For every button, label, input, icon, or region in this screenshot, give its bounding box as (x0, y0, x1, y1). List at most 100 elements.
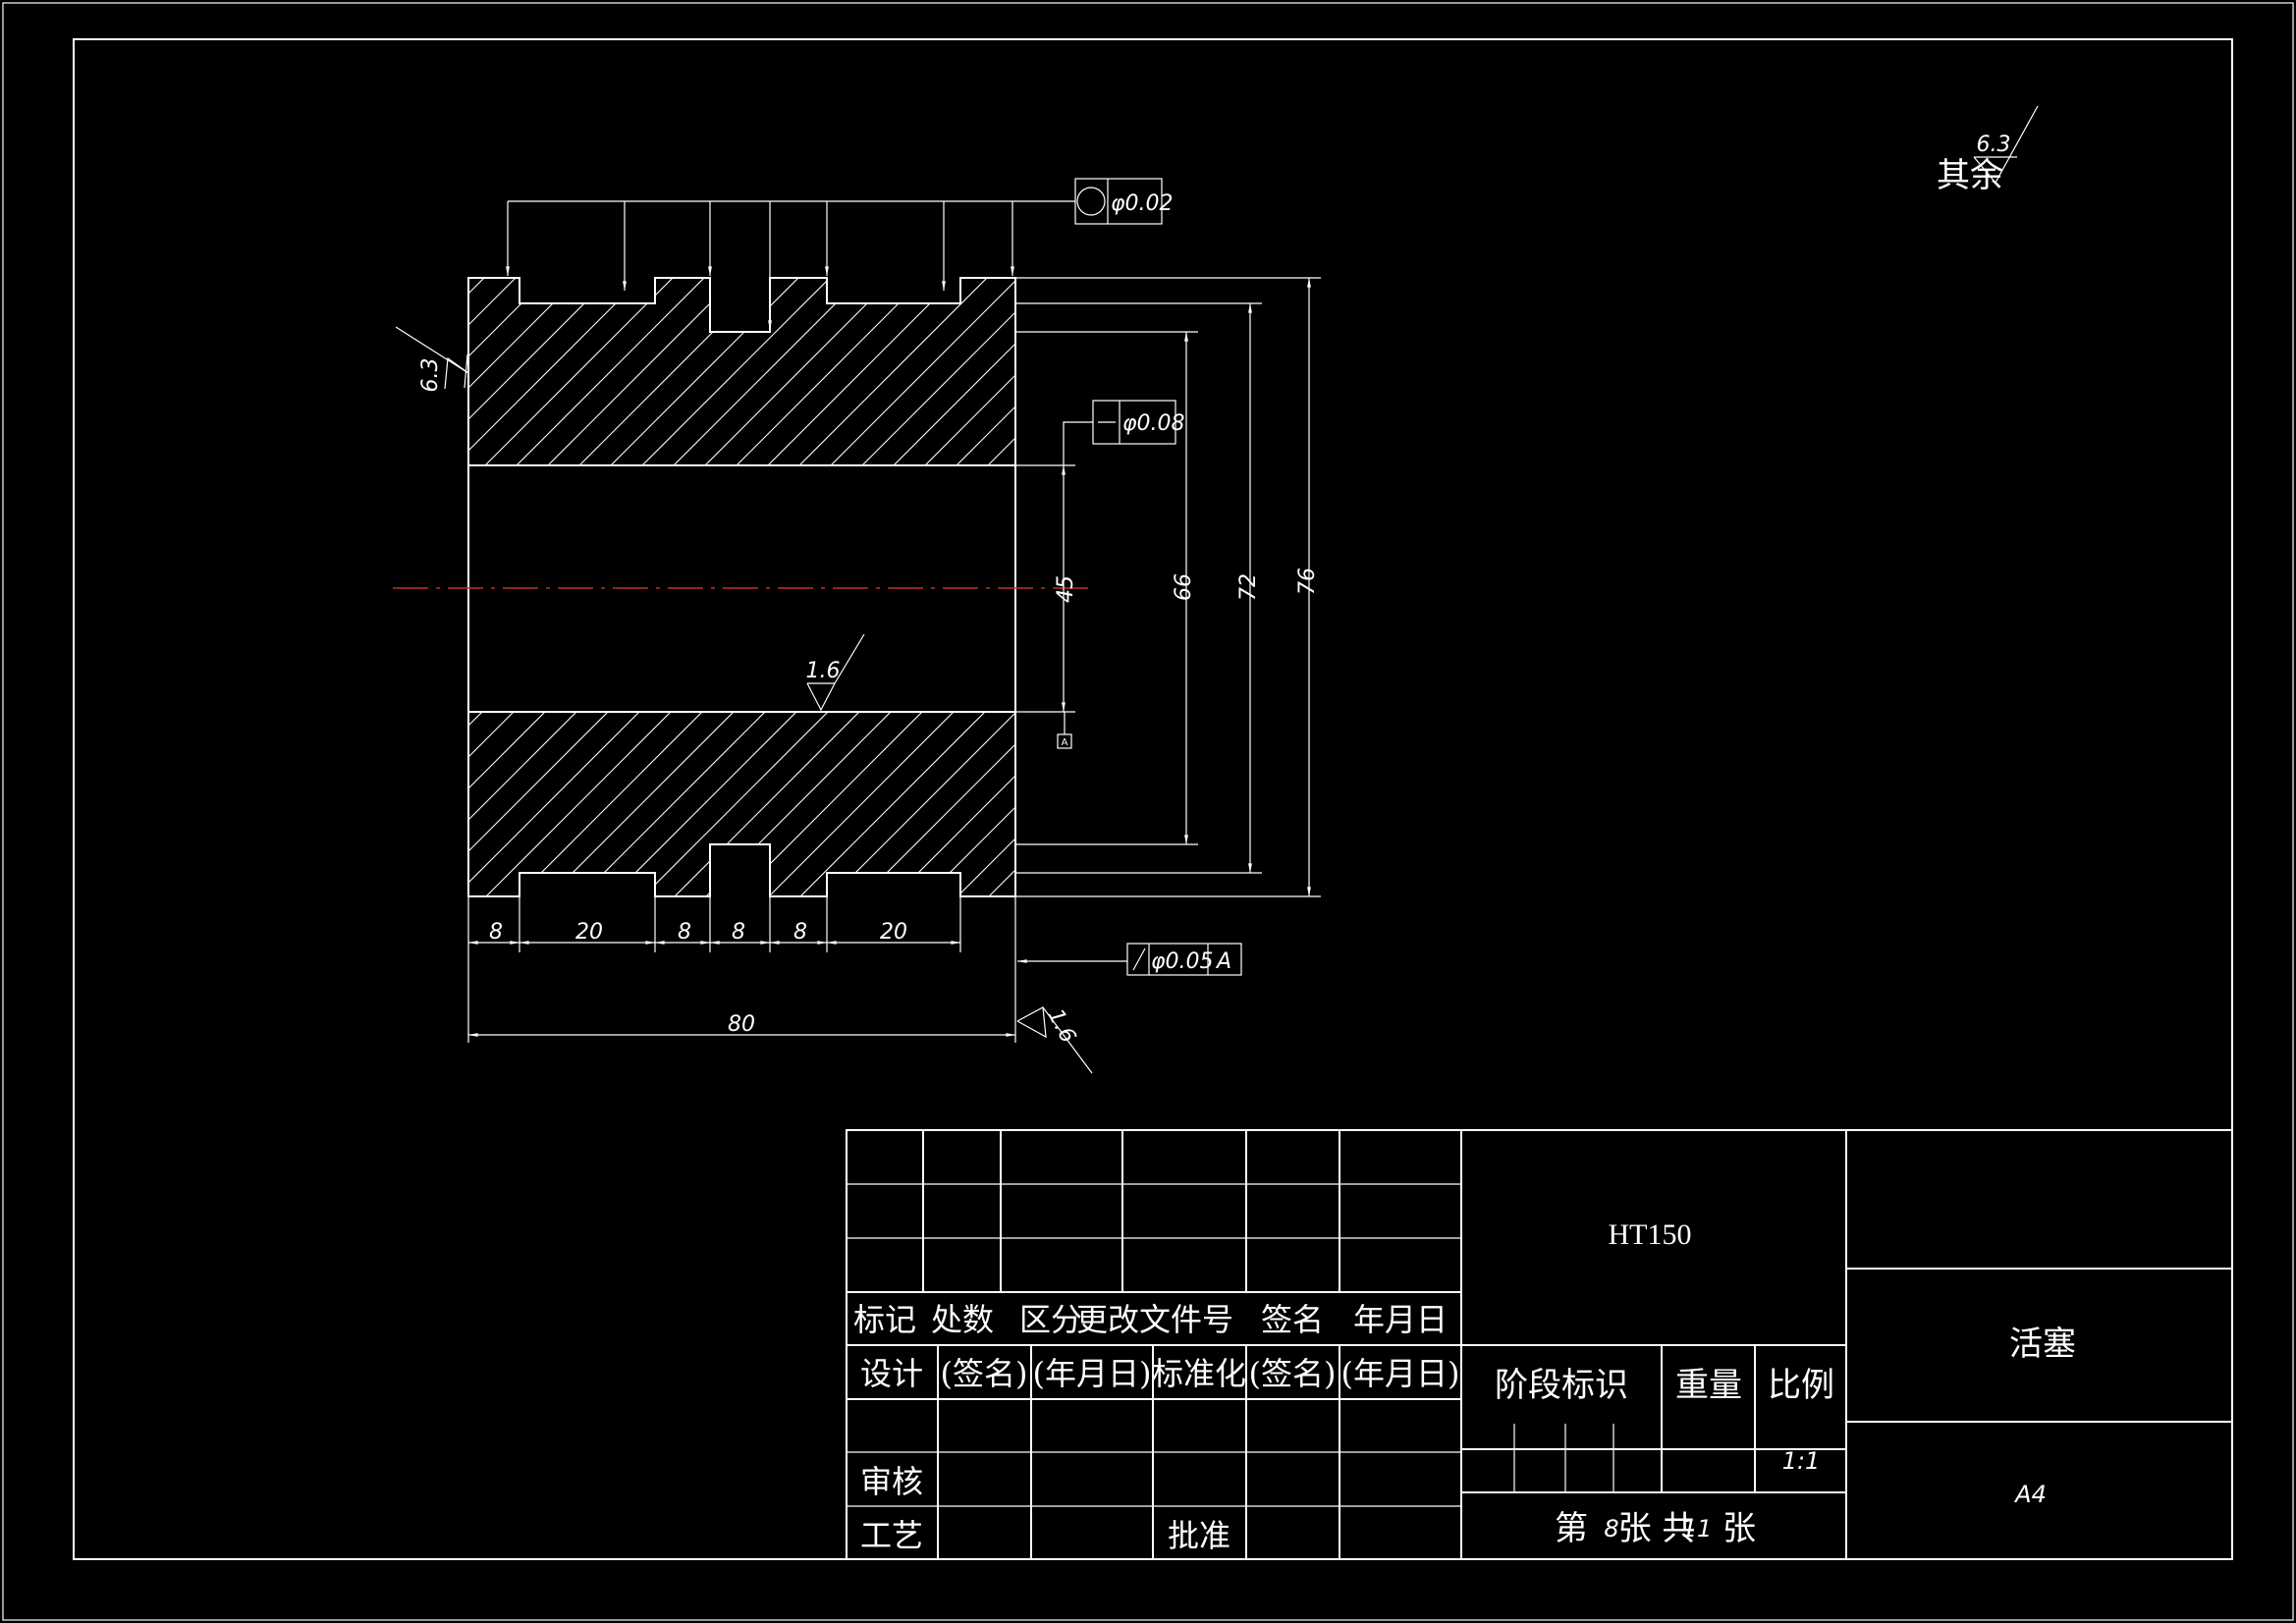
header-zone: 区分 (1019, 1301, 1082, 1338)
label-weight: 重量 (1675, 1366, 1742, 1405)
dim-66-value: 66 (1172, 573, 1196, 601)
hatch-line (796, 712, 989, 896)
hatch-line (639, 278, 834, 465)
label-design-date: (年月日) (1033, 1355, 1152, 1392)
sheet-suffix: 张 (1722, 1509, 1756, 1548)
hatch-line (891, 712, 1015, 896)
dim-width-1: 8 (489, 920, 503, 945)
hatch-line (891, 278, 1015, 465)
part-name: 活塞 (2009, 1325, 2076, 1364)
roughness-left: 6.3 (395, 326, 469, 393)
hatch-line (671, 712, 863, 896)
roughness-bore: 1.6 (806, 633, 865, 712)
hatch-line (482, 712, 675, 896)
hatch-line (828, 712, 1015, 896)
piston-outline (467, 277, 1016, 897)
dim-width-3: 8 (678, 920, 691, 945)
dim-width-2: 20 (575, 920, 603, 945)
hatch-line (482, 278, 677, 465)
hatch-line (468, 278, 519, 465)
sheet-middle: 张 共 (1618, 1509, 1696, 1548)
hatch-line (468, 712, 486, 896)
surface-note-label: 其余 (1937, 156, 2003, 195)
hatch-line (1017, 709, 1208, 899)
dim-76: 76 (1015, 277, 1321, 897)
label-ratio: 比例 (1768, 1366, 1834, 1405)
hatch-line (796, 278, 991, 465)
upper-section-hatch (468, 275, 1461, 467)
hatch-line (468, 712, 612, 896)
hatch-line (734, 712, 926, 896)
dim-76-value: 76 (1295, 568, 1320, 595)
hatch-line (1175, 709, 1365, 899)
straightness-value: φ0.08 (1122, 411, 1185, 436)
datum-label: A (1062, 737, 1068, 748)
hatch-line (468, 278, 582, 465)
dim-66: 66 (1015, 331, 1198, 845)
runout-symbol-icon (1132, 947, 1146, 971)
hatch-line (468, 278, 614, 465)
hatch-line (922, 712, 1015, 896)
header-mark: 标记 (853, 1301, 916, 1338)
hatch-line (1206, 709, 1396, 899)
dim-72-value: 72 (1236, 573, 1261, 601)
width-dimensions: 8 20 8 8 8 20 80 (467, 896, 1016, 1043)
hatch-line (468, 712, 580, 896)
runout-datum: A (1215, 949, 1231, 974)
hatch-line (859, 278, 1015, 465)
hatch-line (545, 278, 739, 465)
straightness-tolerance: φ0.08 (1063, 400, 1185, 465)
dim-width-5: 8 (793, 920, 807, 945)
hatch-line (671, 278, 865, 465)
hatch-line (514, 278, 708, 465)
sheet-number: 8 (1604, 1515, 1618, 1542)
label-approve: 批准 (1168, 1517, 1230, 1554)
runout-value: φ0.05 (1151, 949, 1214, 974)
hatch-line (702, 278, 897, 465)
label-design: 设计 (860, 1355, 923, 1392)
sheet-total: 11 (1682, 1515, 1713, 1542)
dim-overall-length: 80 (728, 1012, 755, 1037)
hatch-line (734, 278, 928, 465)
hatch-line (468, 712, 518, 896)
roughness-bore-value: 1.6 (806, 659, 841, 683)
hatch-line (954, 278, 1015, 465)
hatch-line (922, 278, 1015, 465)
label-standard: 标准化 (1152, 1355, 1246, 1392)
hatch-line (1269, 275, 1461, 467)
hatch-line (576, 712, 769, 896)
header-change-doc: 更改文件号 (1076, 1301, 1233, 1338)
lower-section-hatch (468, 709, 1428, 899)
hatch-line (608, 712, 800, 896)
hatch-line (514, 712, 706, 896)
hatch-line (1237, 275, 1430, 467)
paper-size: A4 (2013, 1481, 2047, 1508)
hatch-line (639, 712, 832, 896)
dim-bore-value: 45 (1054, 575, 1078, 603)
roughness-left-value: 6.3 (418, 358, 443, 393)
dim-72: 72 (1015, 302, 1262, 874)
hatch-line (545, 712, 738, 896)
hatch-line (1237, 709, 1428, 899)
roughness-right-value: 1.6 (1043, 1005, 1080, 1048)
hatch-line (468, 278, 488, 465)
roundness-symbol-icon (1076, 187, 1106, 216)
hatch-line (1112, 709, 1302, 899)
roundness-tolerance: φ0.02 (506, 178, 1174, 331)
roughness-right: 1.6 (1016, 1005, 1093, 1074)
label-standard-date: (年月日) (1341, 1355, 1460, 1392)
dim-width-6: 20 (880, 920, 907, 945)
dim-bore: 45 A (1015, 464, 1078, 749)
material-value: HT150 (1609, 1218, 1692, 1251)
hatch-line (828, 278, 1015, 465)
hatch-line (765, 278, 959, 465)
hatch-line (702, 712, 895, 896)
sheet-prefix: 第 (1555, 1509, 1588, 1548)
surface-note-value: 6.3 (1977, 133, 2011, 157)
roundness-value: φ0.02 (1111, 191, 1174, 216)
surface-note: 其余 6.3 (1937, 105, 2039, 195)
hatch-line (954, 712, 1015, 896)
hatch-line (765, 712, 957, 896)
header-sign: 签名 (1261, 1301, 1324, 1338)
